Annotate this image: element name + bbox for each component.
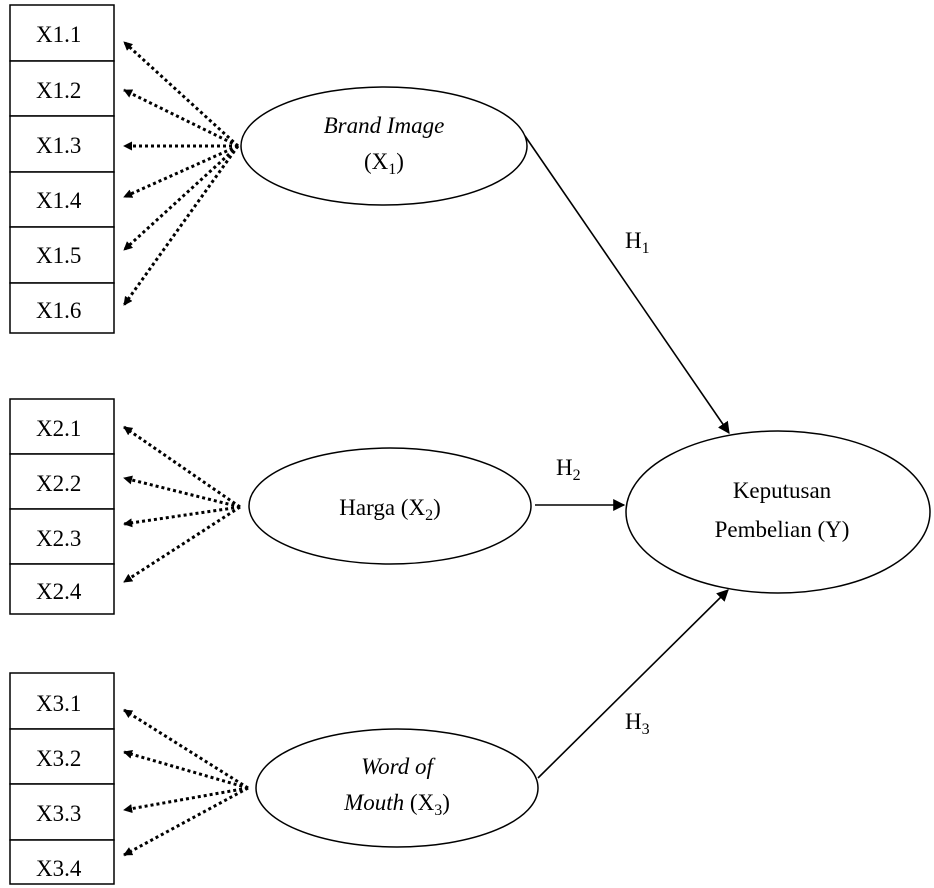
indicator-box-x3-1	[9, 672, 115, 730]
construct-x3: Word of Mouth (X3)	[255, 728, 539, 848]
indicator-label-x3-1: X3.1	[36, 691, 81, 716]
loading-arrow-x1-4	[123, 144, 239, 199]
indicator-group-x3: X3.1 X3.2 X3.3 X3.4	[9, 672, 115, 885]
hypothesis-label-h2: H2	[556, 455, 581, 484]
construct-x2: Harga (X2)	[248, 447, 532, 565]
indicator-label-x2-1: X2.1	[36, 416, 81, 441]
loading-arrow-x2-3	[123, 505, 241, 528]
construct-name-x2: Harga (X2)	[339, 495, 440, 524]
loading-arrows-x2	[123, 425, 241, 584]
path-arrow-h3	[537, 589, 729, 779]
construct-line1-y: Keputusan	[733, 478, 832, 503]
construct-ellipse-x2	[248, 447, 532, 565]
indicator-group-x2: X2.1 X2.2 X2.3 X2.4	[9, 398, 115, 615]
loading-arrow-x1-6	[122, 145, 240, 306]
hypothesis-label-h3: H3	[625, 709, 650, 738]
loading-arrow-x3-1	[123, 708, 249, 790]
loading-arrow-x1-5	[122, 144, 240, 252]
construct-line1-x3: Word of	[361, 754, 436, 779]
path-arrow-h1	[524, 135, 730, 434]
loading-arrows-x1	[122, 40, 240, 306]
indicator-label-x1-1: X1.1	[36, 22, 81, 47]
indicator-label-x1-3: X1.3	[36, 133, 81, 158]
loading-arrow-x2-4	[123, 505, 241, 584]
hypothesis-label-h1: H1	[625, 228, 650, 257]
indicator-box-x1-6	[9, 282, 115, 334]
indicator-box-x1-2	[9, 60, 115, 117]
loading-arrows-x3	[123, 708, 249, 857]
construct-x1: Brand Image (X1)	[240, 86, 528, 206]
loading-arrow-x2-1	[123, 425, 241, 509]
loading-arrow-x3-3	[123, 786, 249, 814]
loading-arrow-x1-1	[122, 40, 240, 148]
structural-paths	[524, 135, 730, 779]
indicator-label-x2-3: X2.3	[36, 526, 81, 551]
indicator-box-x3-2	[9, 728, 115, 785]
indicator-label-x1-6: X1.6	[36, 298, 81, 323]
indicator-box-x2-4	[9, 563, 115, 615]
indicator-box-x2-2	[9, 453, 115, 510]
loading-arrow-x3-2	[123, 749, 249, 790]
construct-line2-y: Pembelian (Y)	[715, 517, 850, 542]
indicator-group-x1: X1.1 X1.2 X1.3 X1.4 X1.5 X1.6	[9, 4, 115, 334]
construct-name-x1: Brand Image	[324, 113, 445, 138]
indicator-box-x1-3	[9, 115, 115, 173]
indicator-label-x2-4: X2.4	[36, 579, 82, 604]
indicator-label-x3-2: X3.2	[36, 746, 81, 771]
indicator-label-x1-2: X1.2	[36, 78, 81, 103]
indicator-label-x3-4: X3.4	[36, 856, 82, 881]
construct-ellipse-x3	[255, 728, 539, 848]
indicator-label-x1-5: X1.5	[36, 243, 81, 268]
construct-ellipse-y	[625, 430, 931, 594]
indicator-label-x2-2: X2.2	[36, 471, 81, 496]
indicator-box-x1-1	[9, 4, 115, 62]
indicator-box-x1-4	[9, 171, 115, 228]
indicator-box-x3-4	[9, 839, 115, 885]
construct-y: Keputusan Pembelian (Y)	[625, 430, 931, 594]
construct-code-x1: (X1)	[364, 149, 404, 178]
construct-name-x3: Mouth (X3)	[343, 790, 450, 819]
indicator-label-x3-3: X3.3	[36, 801, 81, 826]
loading-arrow-x2-2	[123, 475, 241, 509]
indicator-label-x1-4: X1.4	[36, 188, 82, 213]
construct-ellipse-x1	[240, 86, 528, 206]
loading-arrow-x1-2	[123, 88, 239, 148]
